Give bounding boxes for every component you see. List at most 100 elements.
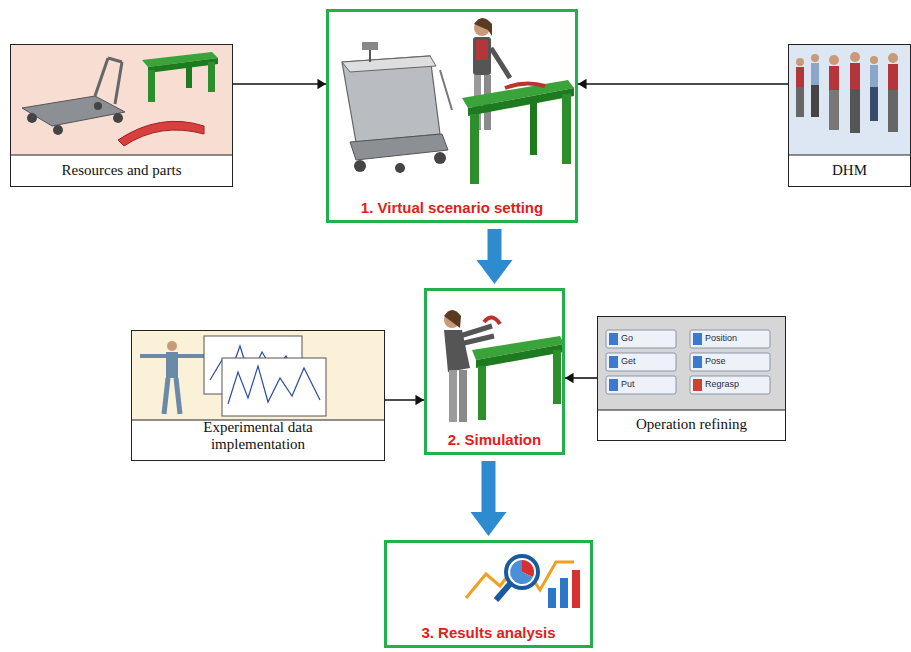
scenario-picture-part <box>434 152 446 164</box>
button-label: Regrasp <box>705 379 739 389</box>
resources-picture-part <box>113 113 123 123</box>
resources-picture-part <box>27 113 37 123</box>
scenario-picture-part <box>491 48 510 78</box>
results-icon-part <box>506 556 538 588</box>
dhm-picture-part-part <box>811 85 819 117</box>
results-icon-part <box>510 560 533 584</box>
results-icon <box>466 556 580 608</box>
resources-picture-part <box>108 58 122 62</box>
arrowhead <box>578 79 587 89</box>
scenario-picture-part <box>474 18 492 36</box>
scenario-picture-part <box>342 56 436 72</box>
dhm-picture-part-part <box>796 58 804 66</box>
stage-title: 3. Results analysis <box>415 624 561 645</box>
dhm-picture-part-part <box>829 90 839 130</box>
dhm-picture-part-part <box>888 53 898 63</box>
scenario-picture-part <box>350 134 448 160</box>
resources-picture-part <box>53 125 63 135</box>
resources-picture-part <box>148 70 155 102</box>
operation-picture-part-part <box>606 376 676 394</box>
arrowhead <box>415 395 424 405</box>
scenario-picture-part <box>354 160 366 172</box>
button-label: Position <box>705 333 737 343</box>
simulation-picture <box>444 310 564 422</box>
scenario-picture-part <box>468 88 574 116</box>
operation-picture-part-part <box>693 333 702 345</box>
resources-picture-part <box>11 45 232 155</box>
dhm-picture <box>789 45 910 155</box>
operation-picture-part-part <box>606 330 676 348</box>
simulation-picture-part <box>449 370 457 422</box>
dhm-picture-part-part <box>888 64 898 90</box>
resources-picture-part <box>11 154 232 155</box>
operation-picture-part-part <box>609 379 618 391</box>
experiment-picture-part <box>164 378 168 414</box>
simulation-picture-part <box>478 366 486 420</box>
stage-box: 1. Virtual scenario setting <box>326 9 578 223</box>
input-arrow <box>565 373 597 383</box>
scenario-picture-part <box>476 40 488 60</box>
results-icon-part <box>572 570 580 608</box>
resources-picture-part <box>148 58 218 73</box>
scenario-picture-part <box>362 42 378 50</box>
dhm-picture-part-part <box>829 66 839 90</box>
input-box: DHM <box>788 44 911 187</box>
experiment-picture-part <box>176 378 180 414</box>
scenario-picture-part <box>369 48 371 62</box>
box-caption: DHM <box>826 162 873 186</box>
operation-picture-part-part <box>609 333 618 345</box>
scenario-picture <box>342 18 574 184</box>
dhm-picture-part <box>789 45 910 155</box>
operation-picture-part <box>598 409 785 410</box>
simulation-picture-part <box>459 370 467 422</box>
arrow-line <box>578 83 788 85</box>
resources-picture <box>11 45 232 155</box>
dhm-picture-part <box>796 52 898 133</box>
resources-picture-part <box>208 62 215 92</box>
operation-picture-part-part <box>693 379 702 391</box>
experiment-picture-part <box>140 354 206 358</box>
results-icon-part <box>466 560 574 598</box>
scenario-picture-part <box>562 94 571 164</box>
arrow-shaft <box>488 229 502 264</box>
flow-arrow <box>471 461 507 536</box>
dhm-picture-part-part <box>870 56 878 64</box>
scenario-picture-part <box>395 163 405 173</box>
button-label: Put <box>621 379 635 389</box>
dhm-picture-part-part <box>850 63 860 89</box>
experiment-picture-part <box>167 341 177 351</box>
operation-picture-part-part <box>690 376 770 394</box>
arrowhead <box>565 373 574 383</box>
experiment-picture <box>132 331 384 420</box>
dhm-picture-part-part <box>888 90 898 132</box>
flow-arrow <box>477 229 513 284</box>
button-label: Get <box>621 356 636 366</box>
box-caption: Operation refining <box>630 416 753 440</box>
operation-picture-part-part <box>606 353 676 371</box>
arrow-shaft <box>482 461 496 516</box>
scenario-picture-part <box>440 70 452 110</box>
operation-picture <box>598 317 785 410</box>
operation-picture-part-part <box>693 356 702 368</box>
dhm-picture-part-part <box>796 87 804 117</box>
resources-picture-part <box>22 96 125 126</box>
box-caption: Experimental data implementation <box>157 419 359 460</box>
arrowhead <box>317 79 326 89</box>
scenario-picture-part <box>342 56 440 142</box>
dhm-picture-part-part <box>811 54 819 62</box>
dhm-picture-part-part <box>870 65 878 87</box>
input-arrow <box>578 79 788 89</box>
operation-picture-part-part <box>690 353 770 371</box>
simulation-picture-part <box>553 350 561 404</box>
results-icon-part <box>548 588 556 608</box>
arrowhead <box>471 512 507 536</box>
input-box: Resources and parts <box>10 44 233 187</box>
dhm-picture-part-part <box>870 87 878 121</box>
resources-picture-part <box>115 62 122 104</box>
operation-picture-part <box>598 317 785 410</box>
button-label: Pose <box>705 356 726 366</box>
dhm-picture-part-part <box>796 67 804 87</box>
input-box: Experimental data implementation <box>131 330 385 461</box>
arrow-line <box>233 83 326 85</box>
